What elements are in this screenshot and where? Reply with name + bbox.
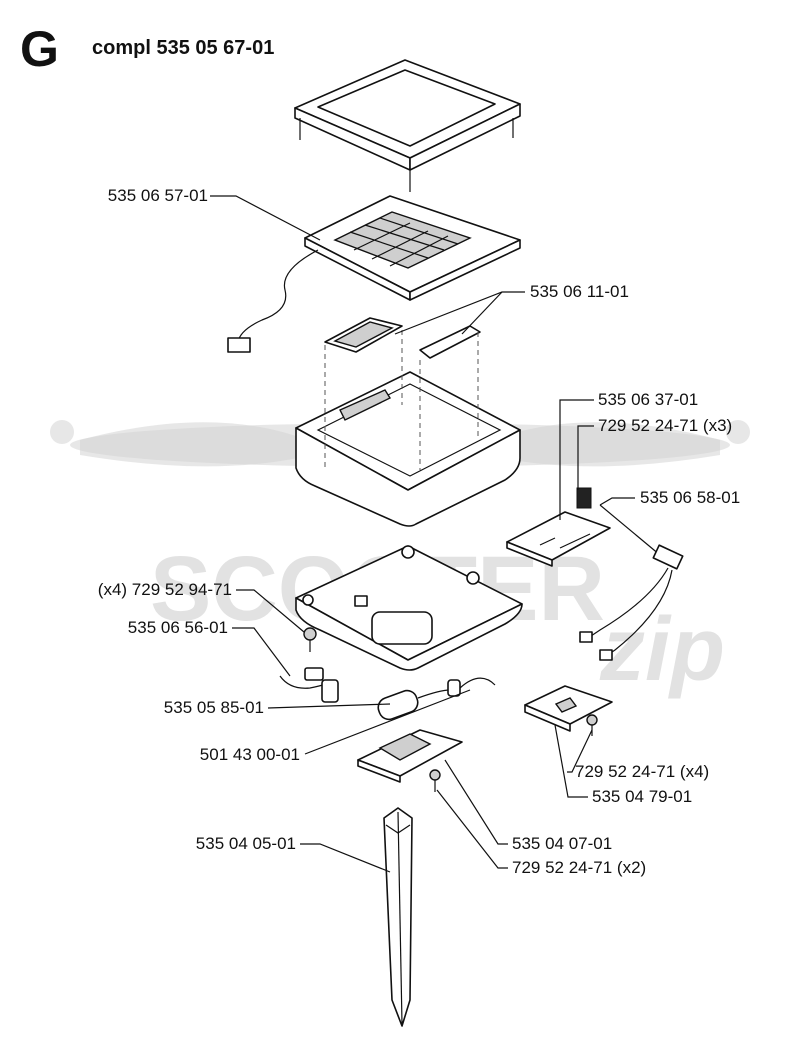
label-circuit-board: 535 06 37-01 [598,390,699,409]
label-base-screws: (x4) 729 52 94-71 [97,580,232,599]
label-lid: 535 04 07-01 [512,834,613,853]
label-switch: 535 06 56-01 [127,618,228,637]
watermark-logo: SCOOTER zip [50,420,750,700]
lid-part [357,729,463,792]
label-grommet: 501 43 00-01 [199,745,300,764]
bracket-part [524,685,613,736]
label-cover-panel: 535 06 57-01 [107,186,208,205]
leader-lines [210,195,635,873]
circuit-board-part [506,487,611,567]
label-bracket-screws: 729 52 24-71 (x4) [575,762,710,781]
base-plate-part [295,545,523,671]
label-foam-strips: 535 06 11-01 [530,282,629,301]
label-stake: 535 04 05-01 [195,834,296,853]
label-battery: 535 05 85-01 [163,698,264,717]
label-board-screws: 729 52 24-71 (x3) [598,416,733,435]
assembly-title: compl 535 05 67-01 [92,37,275,59]
label-bracket: 535 04 79-01 [592,787,693,806]
watermark-script: zip [599,600,725,700]
switch-part [279,667,339,703]
label-cable: 535 06 58-01 [640,488,741,507]
section-letter: G [20,21,59,77]
label-lid-screws: 729 52 24-71 (x2) [512,858,647,877]
battery-part [377,677,496,721]
stake-part [383,807,413,1027]
cable-part [579,504,684,661]
solar-panel-part [227,195,521,353]
housing-part [295,330,521,527]
foam-strips-part [324,317,481,359]
base-screw-part [303,627,317,652]
top-frame-part [294,59,521,192]
